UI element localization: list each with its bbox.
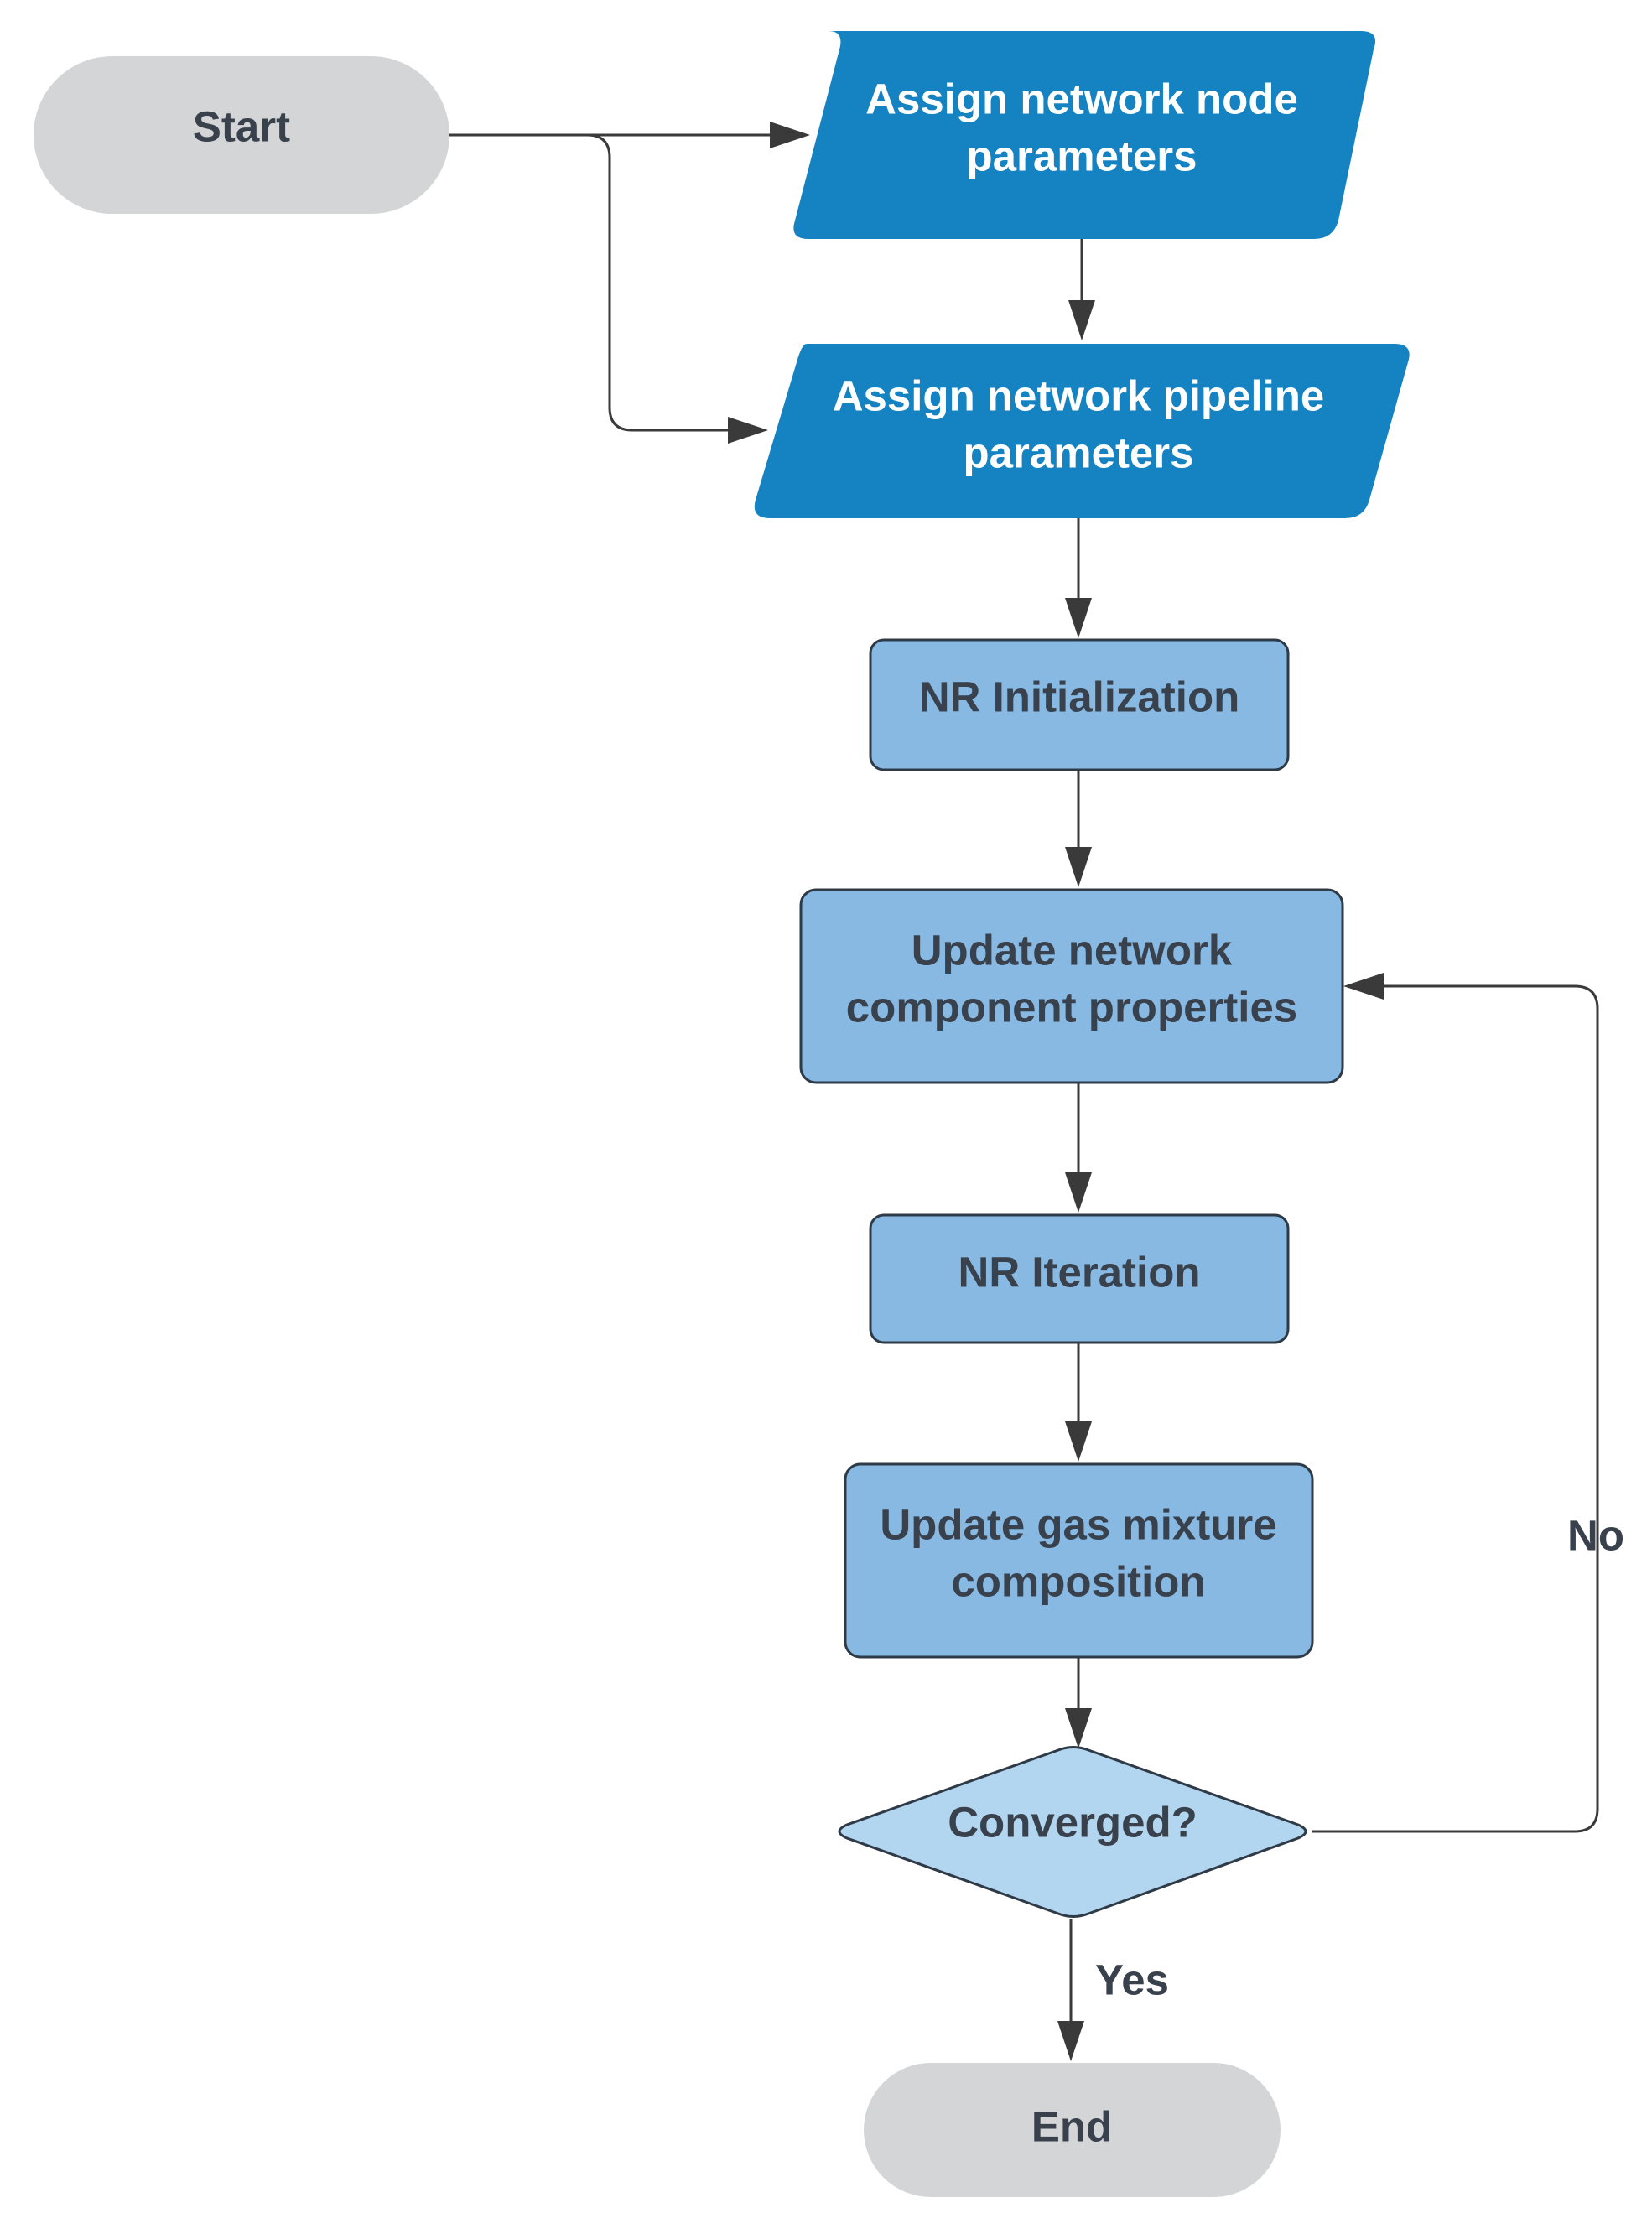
update-props-label-line1: Update network (912, 926, 1233, 974)
arrowhead (1065, 1421, 1092, 1462)
nr-iteration-process: NR Iteration (869, 1213, 1290, 1344)
assign-node-label-line2: parameters (967, 132, 1197, 179)
converged-label: Converged? (948, 1798, 1197, 1846)
end-terminal: End (864, 2063, 1281, 2197)
arrowhead (1065, 847, 1092, 887)
edges (449, 122, 1599, 2061)
update-gas-label-line2: composition (951, 1557, 1205, 1605)
assign-node-shape (793, 31, 1376, 239)
update-gas-composition-process: Update gas mixture composition (844, 1462, 1314, 1659)
update-gas-label-line1: Update gas mixture (880, 1500, 1276, 1548)
converged-shape (838, 1746, 1307, 1918)
update-props-shape (799, 888, 1344, 1084)
assign-node-parameters-input: Assign network node parameters (793, 31, 1376, 239)
arrowhead (1065, 1172, 1092, 1213)
edge-label-yes: Yes (1095, 1956, 1169, 2003)
arrowhead (1343, 973, 1384, 1000)
edge-start-to-assign-pipeline (449, 133, 728, 432)
update-gas-shape (844, 1462, 1314, 1659)
start-label: Start (193, 102, 290, 150)
nr-init-shape (869, 638, 1290, 771)
assign-node-label-line1: Assign network node (865, 75, 1298, 122)
assign-pipeline-parameters-input: Assign network pipeline parameters (754, 344, 1410, 518)
start-terminal: Start (34, 56, 449, 214)
end-label: End (1031, 2102, 1112, 2150)
assign-pipeline-shape (754, 344, 1410, 518)
arrowhead (1065, 1708, 1092, 1748)
arrowhead (1068, 300, 1095, 340)
nr-init-label: NR Initialization (919, 673, 1240, 720)
update-component-properties-process: Update network component properties (799, 888, 1344, 1084)
assign-pipeline-label-line2: parameters (964, 429, 1194, 476)
update-props-label-line2: component properties (846, 983, 1297, 1031)
arrowhead (1065, 598, 1092, 638)
nr-iter-label: NR Iteration (958, 1248, 1200, 1296)
start-shape (34, 56, 449, 214)
converged-decision: Converged? (838, 1746, 1307, 1918)
arrowhead (770, 122, 810, 148)
end-shape (864, 2063, 1281, 2197)
nr-initialization-process: NR Initialization (869, 638, 1290, 771)
edge-label-no: No (1567, 1511, 1624, 1559)
arrowhead (1057, 2021, 1084, 2061)
edge-converged-to-update-props (1312, 984, 1599, 1833)
arrowhead (728, 417, 768, 444)
nr-iter-shape (869, 1213, 1290, 1344)
assign-pipeline-label-line1: Assign network pipeline (833, 371, 1325, 419)
